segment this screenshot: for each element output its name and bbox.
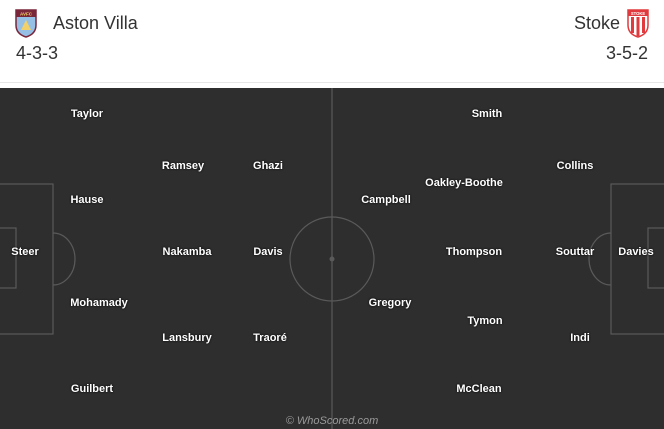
player-away-tymon[interactable]: Tymon bbox=[467, 315, 503, 327]
player-away-campbell[interactable]: Campbell bbox=[361, 194, 411, 206]
player-away-thompson[interactable]: Thompson bbox=[445, 246, 503, 258]
aston-villa-crest-icon: AVFC bbox=[15, 9, 37, 38]
player-away-souttar[interactable]: Souttar bbox=[555, 246, 595, 258]
home-team-name[interactable]: Aston Villa bbox=[53, 13, 138, 33]
player-home-mohamady[interactable]: Mohamady bbox=[70, 297, 128, 309]
player-home-guilbert[interactable]: Guilbert bbox=[70, 383, 114, 395]
player-away-mcclean[interactable]: McClean bbox=[456, 383, 502, 395]
player-home-ghazi[interactable]: Ghazi bbox=[253, 160, 283, 172]
match-header: AVFC Aston Villa 4-3-3 STOKE Stoke 3-5-2 bbox=[0, 0, 664, 83]
player-home-traore[interactable]: Traoré bbox=[253, 332, 287, 344]
pitch: Taylor Ramsey Ghazi Hause Steer Nakamba … bbox=[0, 88, 664, 429]
away-formation: 3-5-2 bbox=[605, 43, 648, 63]
player-home-nakamba[interactable]: Nakamba bbox=[162, 246, 212, 258]
player-away-oakley-boothe[interactable]: Oakley-Boothe bbox=[425, 177, 503, 189]
player-away-gregory[interactable]: Gregory bbox=[368, 297, 412, 309]
player-home-taylor[interactable]: Taylor bbox=[70, 108, 104, 120]
home-penalty-arc bbox=[52, 232, 76, 286]
away-penalty-arc bbox=[588, 232, 612, 286]
away-penalty-area bbox=[610, 183, 664, 335]
away-six-yard-box bbox=[647, 227, 664, 289]
player-home-lansbury[interactable]: Lansbury bbox=[162, 332, 212, 344]
away-team-name[interactable]: Stoke bbox=[573, 13, 620, 33]
home-penalty-area bbox=[0, 183, 54, 335]
player-away-smith[interactable]: Smith bbox=[471, 108, 503, 120]
whoscored-watermark: © WhoScored.com bbox=[285, 415, 379, 427]
home-formation: 4-3-3 bbox=[16, 43, 59, 63]
player-home-ramsey[interactable]: Ramsey bbox=[161, 160, 205, 172]
away-crest-text: STOKE bbox=[631, 11, 646, 16]
center-circle bbox=[289, 216, 375, 302]
player-away-davies[interactable]: Davies bbox=[618, 246, 654, 258]
center-spot bbox=[329, 256, 335, 262]
player-away-collins[interactable]: Collins bbox=[556, 160, 594, 172]
pitch-markings bbox=[0, 88, 664, 429]
home-crest-text: AVFC bbox=[20, 12, 33, 17]
stoke-crest-icon: STOKE bbox=[627, 9, 649, 38]
home-six-yard-box bbox=[0, 227, 17, 289]
player-home-davis[interactable]: Davis bbox=[253, 246, 283, 258]
player-away-indi[interactable]: Indi bbox=[570, 332, 590, 344]
player-home-steer[interactable]: Steer bbox=[11, 246, 39, 258]
player-home-hause[interactable]: Hause bbox=[70, 194, 104, 206]
